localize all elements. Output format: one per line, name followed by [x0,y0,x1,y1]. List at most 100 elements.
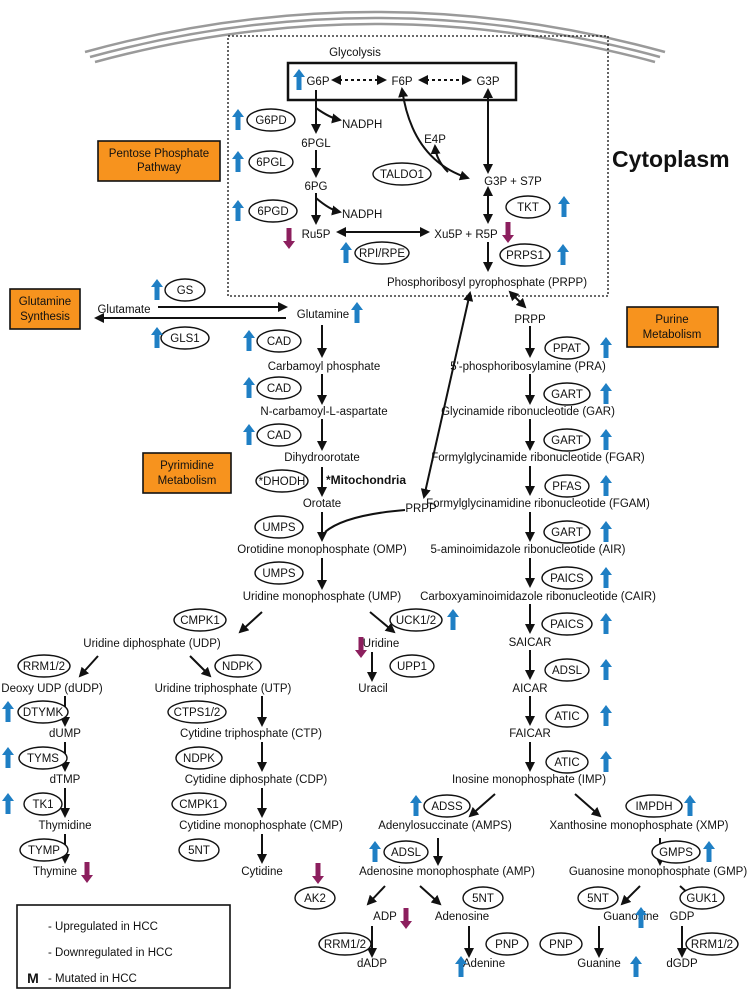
section-purine: Purine Metabolism [626,306,719,348]
metabolite-dihydro: Dihydroorotate [284,452,359,464]
mitochondria-label: *Mitochondria [326,473,406,487]
metabolite-imp: Inosine monophosphate (IMP) [452,774,606,786]
enzyme-atic2: ATIC [545,750,589,774]
enzyme-label-tk1: TK1 [32,799,53,811]
metabolite-e4p: E4P [424,134,446,146]
metabolite-xmp: Xanthosine monophosphate (XMP) [550,820,729,832]
enzyme-gart2: GART [543,428,591,452]
metabolite-glycolysis: Glycolysis [329,47,381,59]
up-arrow-21 [600,521,612,542]
metabolite-thymine: Thymine [33,866,77,878]
enzyme-label-gmps: GMPS [659,847,693,859]
enzyme-label-pnp2: PNP [549,939,573,951]
metabolite-g3p-s7p: G3P + S7P [484,176,542,188]
up-arrow-33 [630,956,642,977]
section-ppp-line2: Pathway [137,162,181,174]
up-arrow-4 [558,196,570,217]
enzyme-nt5c: 5NT [577,886,619,910]
up-arrow-28 [684,795,696,816]
metabolite-dadp: dADP [357,958,387,970]
enzyme-rrm2: RRM1/2 [318,932,372,956]
enzyme-rpirpe: RPI/RPE [354,241,410,265]
enzyme-cad2: CAD [256,376,302,400]
enzyme-label-paics2: PAICS [550,619,584,631]
enzyme-ppat: PPAT [544,336,590,360]
metabolite-fgam: Formylglycinamidine ribonucleotide (FGAM… [426,498,650,510]
metabolite-ctp: Cytidine triphosphate (CTP) [180,728,322,740]
metabolite-udp: Uridine diphosphate (UDP) [83,638,221,650]
up-arrow-22 [600,567,612,588]
enzyme-label-umps1: UMPS [262,522,296,534]
up-arrow-0 [293,69,305,90]
enzyme-label-adss: ADSS [431,801,463,813]
up-arrow-15 [2,747,14,768]
enzyme-label-cad2: CAD [267,383,291,395]
up-arrow-5 [340,242,352,263]
enzyme-label-gart1: GART [551,389,583,401]
cytoplasm-label: Cytoplasm [612,146,730,172]
metabolite-guanosine: Guanosine [603,911,659,923]
metabolite-guanine: Guanine [577,958,620,970]
section-glutamine-line2: Synthesis [20,311,70,323]
up-arrow-19 [600,429,612,450]
enzyme-label-pnp1: PNP [495,939,519,951]
enzyme-tymp: TYMP [19,838,69,862]
enzyme-label-nt5c: 5NT [587,893,609,905]
enzyme-label-tkt: TKT [517,202,539,214]
up-arrow-29 [369,841,381,862]
up-arrow-7 [151,279,163,300]
metabolite-g6p: G6P [306,76,329,88]
metabolite-dudp: Deoxy UDP (dUDP) [1,683,103,695]
section-purine-line2: Metabolism [643,329,702,341]
metabolite-cmp: Cytidine monophosphate (CMP) [179,820,343,832]
up-arrow-20 [600,475,612,496]
enzyme-label-rpirpe: RPI/RPE [359,248,405,260]
enzyme-label-cmpk1a: CMPK1 [180,615,220,627]
legend-label-up: - Upregulated in HCC [48,921,158,933]
metabolite-nadph1: NADPH [342,119,382,131]
enzyme-umps1: UMPS [254,515,304,539]
enzyme-adss: ADSS [423,794,471,818]
enzyme-rrm1: RRM1/2 [17,654,71,678]
enzyme-cmpk1b: CMPK1 [171,792,227,816]
enzyme-nt5b: 5NT [462,886,504,910]
metabolite-orotate: Orotate [303,498,341,510]
metabolite-cair: Carboxyaminoimidazole ribonucleotide (CA… [420,591,656,603]
enzyme-ndpk1: NDPK [214,654,262,678]
enzyme-label-ndpk1: NDPK [222,661,254,673]
enzyme-label-cad3: CAD [267,430,291,442]
enzyme-label-rrm2: RRM1/2 [324,939,366,951]
section-pyrimidine-line1: Pyrimidine [160,460,214,472]
enzyme-label-atic2: ATIC [554,757,579,769]
enzyme-label-gart3: GART [551,527,583,539]
enzyme-prps1: PRPS1 [499,243,551,267]
enzyme-tyms: TYMS [18,746,68,770]
enzyme-adsl2: ADSL [383,840,429,864]
up-arrow-1 [232,109,244,130]
down-arrow-1 [502,222,514,243]
legend: - Upregulated in HCC- Downregulated in H… [16,904,231,989]
enzyme-pgl6: 6PGL [248,150,294,174]
enzyme-tkt: TKT [505,195,551,219]
enzyme-label-nt5b: 5NT [472,893,494,905]
metabolite-dump: dUMP [49,728,81,740]
metabolite-prpp-pyr: PRPP [405,503,437,515]
enzyme-label-ctps: CTPS1/2 [174,707,221,719]
up-arrow-10 [243,330,255,351]
enzyme-dhodh: *DHODH [255,469,309,493]
enzyme-taldo1: TALDO1 [372,162,432,186]
down-arrow-3 [81,862,93,883]
enzyme-label-gart2: GART [551,435,583,447]
enzyme-umps2: UMPS [254,561,304,585]
legend-label-mut: - Mutated in HCC [48,973,137,985]
enzyme-label-rrm3: RRM1/2 [691,939,733,951]
enzyme-upp1: UPP1 [389,654,435,678]
enzyme-nt5a: 5NT [178,838,220,862]
up-arrow-23 [600,613,612,634]
enzyme-label-paics1: PAICS [550,573,584,585]
up-arrow-11 [243,377,255,398]
up-arrow-9 [351,302,363,323]
cell-membrane [84,10,666,64]
